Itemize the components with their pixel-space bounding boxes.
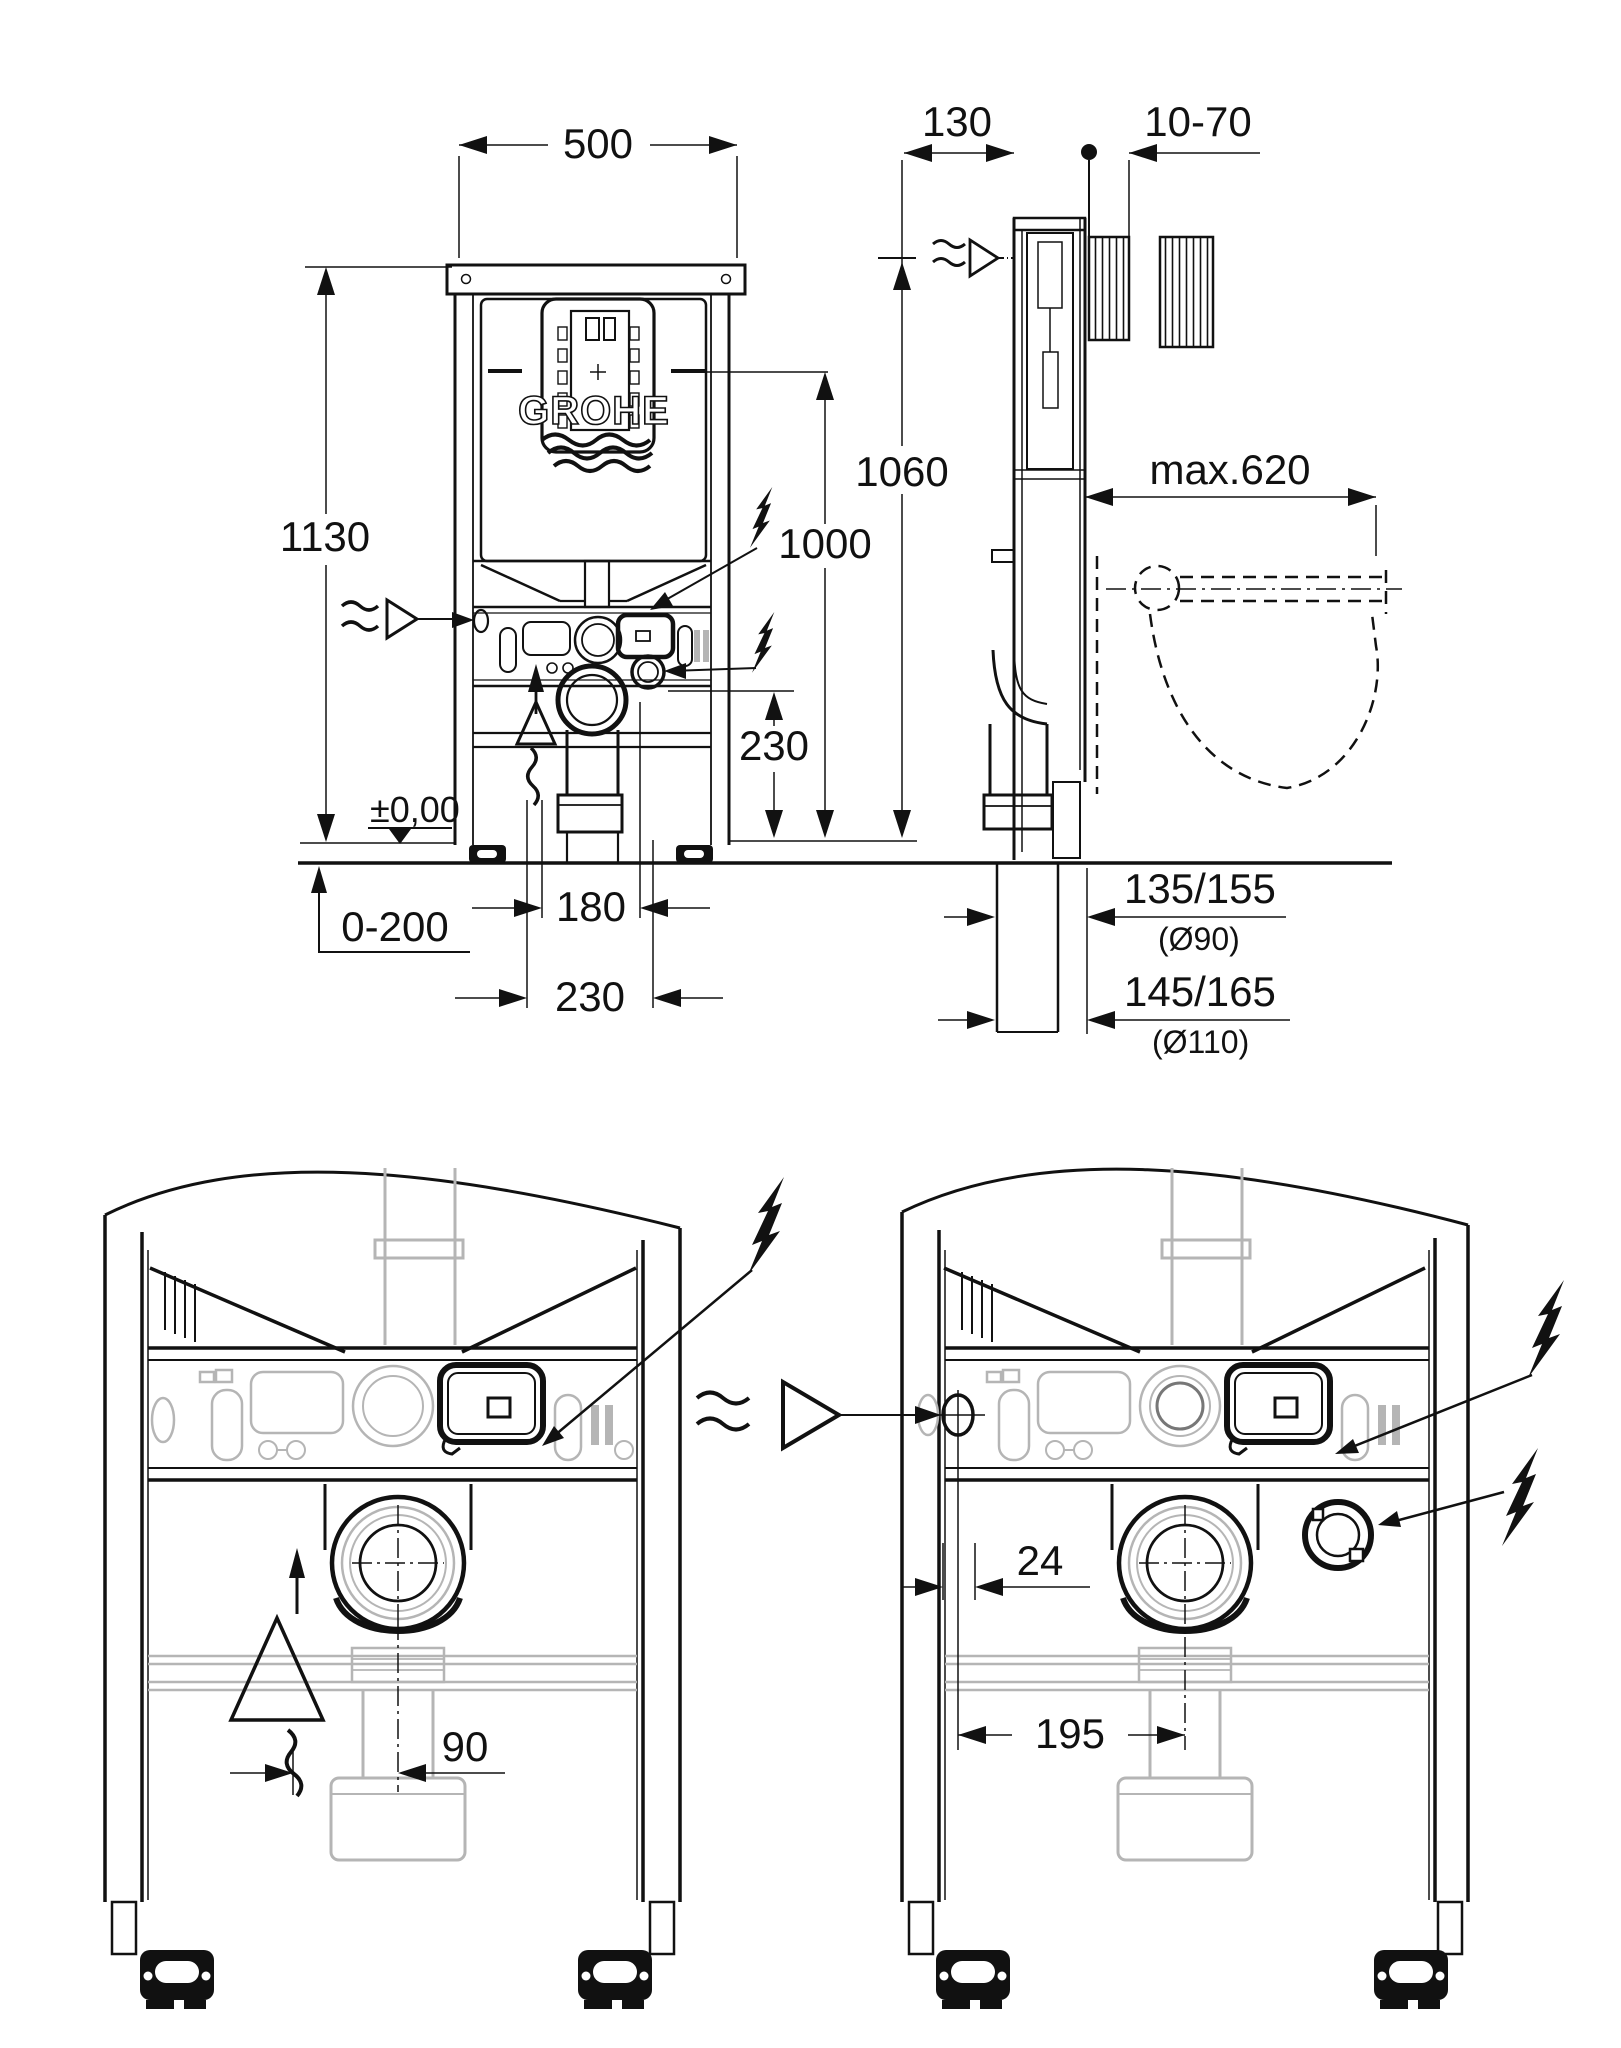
- logo-wave-3: [552, 459, 652, 473]
- lightning-icon-detail-left: [542, 1177, 784, 1446]
- dim-depth: 130: [904, 98, 1014, 162]
- gray-parts-right: [945, 1168, 1429, 1862]
- lightning-icon-socket: [664, 612, 775, 679]
- dim-outlet230-label: 230: [739, 722, 809, 769]
- junction-box: [615, 612, 676, 660]
- lightning-icon-junction: [650, 487, 773, 610]
- dim-frame-height: 1130: [280, 266, 452, 842]
- dim-180-label: 180: [556, 883, 626, 930]
- datum-icon: ±0,00: [368, 789, 460, 844]
- dim-o90-label: (Ø90): [1158, 921, 1240, 957]
- dim-195-label: 195: [1035, 1710, 1105, 1757]
- dim-inlet-height: 1060: [855, 160, 949, 838]
- lightning-icon-detail-socket: [1378, 1448, 1538, 1546]
- dim-outlet-90: 135/155 (Ø90): [944, 865, 1286, 1034]
- dim-vent-drain: 90: [230, 1620, 505, 1795]
- floor-lines: [298, 840, 1392, 865]
- dim-outlet-110: 145/165 (Ø110): [938, 968, 1290, 1060]
- dim-width-label: 500: [563, 120, 633, 167]
- dim-90-label: 90: [442, 1723, 489, 1770]
- supply-port: [472, 608, 490, 634]
- wall-section-hatch: [1087, 235, 1215, 349]
- detail-view-right: 24 195: [695, 1167, 1564, 2009]
- detail-view-left: 90: [103, 1168, 784, 2009]
- break-curve-right: [901, 1167, 1469, 1227]
- water-supply-icon: [340, 597, 474, 641]
- drain-elbow-front: [555, 663, 629, 862]
- dim-seat-depth: max.620: [1085, 446, 1377, 556]
- tank-bottom-left: [148, 1266, 637, 1361]
- dim-o110-label: (Ø110): [1152, 1024, 1249, 1060]
- vent-icon: [514, 664, 558, 807]
- dim-height-label: 1130: [280, 513, 370, 560]
- dim-plate-height: 1000: [706, 371, 872, 838]
- dim-drain-offset: 180: [472, 702, 710, 1008]
- dim-24-label: 24: [1017, 1537, 1064, 1584]
- frame-profile: [982, 216, 1087, 1033]
- logo-wave-2: [546, 445, 654, 461]
- dim-leg-range: 0-200: [311, 866, 470, 953]
- water-supply-icon-detail: [695, 1378, 941, 1452]
- plate-tabs: [557, 326, 640, 429]
- rails-right: [900, 1212, 1470, 1956]
- dim-inlet-drain: 195: [958, 1710, 1185, 1757]
- frame-structure: [445, 263, 747, 845]
- dim-max620-label: max.620: [1149, 446, 1310, 493]
- break-curve: [104, 1170, 681, 1230]
- logo-wave-1: [540, 432, 652, 448]
- socket-front: [630, 654, 666, 690]
- feet-left: [140, 1950, 652, 2009]
- dim-130-label: 130: [922, 98, 992, 145]
- socket-right: [1302, 1499, 1374, 1571]
- dim-leg-label: 0-200: [341, 903, 448, 950]
- rails-left: [103, 1215, 682, 1956]
- dim-230-label: 230: [555, 973, 625, 1020]
- frame-feet-front: [469, 845, 713, 863]
- drain-elbow-right: [1110, 1484, 1260, 1750]
- dim-supply-offset: 230: [455, 973, 723, 1020]
- mounting-band: [472, 605, 711, 688]
- mounting-band-left: [148, 1362, 637, 1482]
- datum-label: ±0,00: [370, 789, 460, 830]
- dim-1070-label: 10-70: [1144, 98, 1251, 145]
- cable-entry-icon: [932, 237, 1014, 279]
- grohe-logo-text: GROHE: [518, 389, 670, 433]
- dim-145165-label: 145/165: [1124, 968, 1276, 1015]
- dim-frame-width: 500: [458, 120, 738, 258]
- feet-right: [936, 1950, 1448, 2009]
- mounting-band-right: [916, 1362, 1429, 1482]
- tank-bottom: [473, 559, 711, 609]
- lightning-icon-detail-box: [1335, 1280, 1564, 1454]
- wall-plane-marker: [1081, 144, 1097, 237]
- vent-icon-detail: [228, 1548, 326, 1798]
- dim-135155-label: 135/155: [1124, 865, 1276, 912]
- dim-outlet-height: 230: [668, 690, 809, 838]
- flush-plate-housing: [488, 297, 705, 454]
- drain-elbow-left: [323, 1484, 473, 1634]
- dim-inlet-width: 24: [903, 1537, 1090, 1600]
- gray-parts-left: [148, 1168, 637, 1862]
- dim-1000-label: 1000: [778, 520, 871, 567]
- dim-wall-range: 10-70: [1128, 98, 1260, 236]
- junction-box-left: [437, 1362, 546, 1456]
- toilet-outline-dashed: [1095, 556, 1402, 794]
- junction-box-right: [1224, 1362, 1333, 1456]
- side-view: 130 10-70: [668, 98, 1402, 1060]
- front-view: 500: [280, 120, 775, 1020]
- grohe-logo: GROHE: [517, 388, 670, 473]
- tank-bottom-right: [943, 1266, 1429, 1361]
- dim-1060-label: 1060: [855, 448, 948, 495]
